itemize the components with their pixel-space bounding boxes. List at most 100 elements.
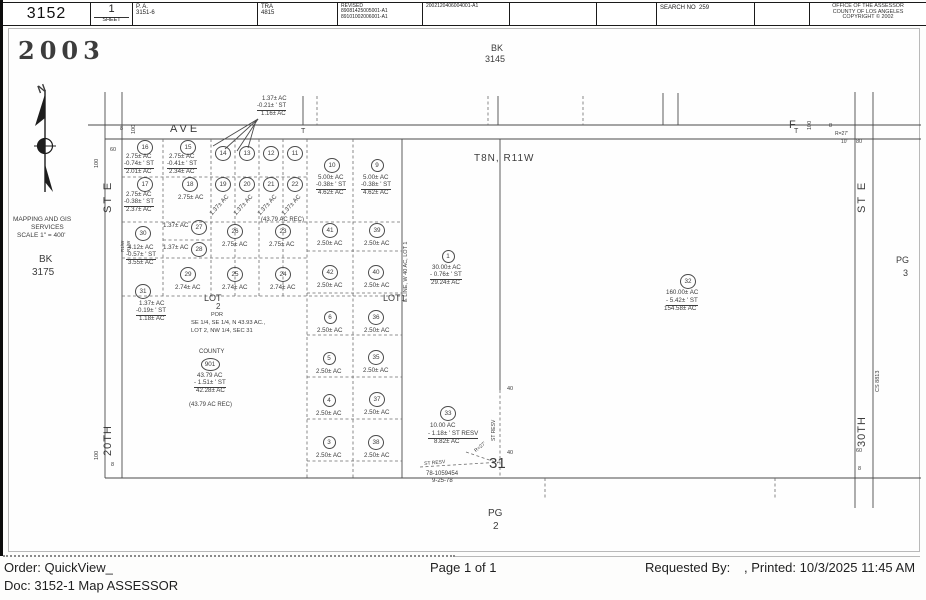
sheet-cell: 1 SHEET: [91, 3, 133, 25]
parcel-31-circle: 31: [135, 283, 151, 299]
pg-right-1: PG: [896, 255, 910, 265]
revised-cell: REVISED 89081425005001-A1 89101002006001…: [338, 3, 423, 25]
parcel-32-net: 154.58± AC: [664, 305, 697, 312]
parcel-20-circle: 20: [239, 176, 255, 192]
parcel-901-gross: 43.79 AC: [197, 372, 223, 379]
tick-80-r: 80: [856, 139, 863, 145]
tick-8-lt: 8: [120, 126, 124, 132]
doc-label: Doc: 3152-1 Map ASSESSOR: [4, 578, 179, 593]
parcel-26-area: 2.75± AC: [222, 241, 248, 248]
parcel-17-st: -0.38± ' ST: [124, 198, 155, 208]
office-cell: OFFICE OF THE ASSESSOR COUNTY OF LOS ANG…: [810, 3, 926, 25]
parcel-27-circle: 27: [191, 219, 207, 235]
t-mark-right: T: [794, 128, 799, 135]
cs-note: CS 8813: [875, 370, 881, 392]
lot1-label: LOT: [383, 293, 401, 303]
parcel-40-circle: 40: [368, 264, 384, 280]
parcel-30-net: 3.55± AC: [128, 259, 154, 266]
parcel-37-circle: 37: [369, 391, 385, 407]
parcel-22-circle: 22: [287, 176, 303, 192]
parcel-40-area: 2.50± AC: [364, 282, 390, 289]
street-20th-label: 20TH: [102, 425, 114, 456]
revised-value-1: 89081425005001-A1: [341, 8, 388, 15]
street-30th-label: 30TH: [856, 416, 868, 447]
tick-100-rt: 100: [807, 120, 813, 130]
tick-8-rt: 8: [829, 123, 833, 129]
rec-note-1: (43.79 AC REC): [261, 217, 305, 223]
parcel-30-circle: 30: [135, 225, 151, 241]
parcel-38-circle: 38: [368, 434, 384, 450]
parcel-33-net: 8.82± AC: [434, 438, 460, 445]
lot2-number: 2: [216, 302, 221, 311]
parcel-9-st: -0.38± ' ST: [361, 181, 392, 191]
parcel-31-gross: 1.37± AC: [139, 300, 165, 307]
parcel-32-gross: 160.00± AC: [666, 289, 699, 296]
revision-extra-value: 2002120406004001-A1: [426, 3, 479, 9]
parcel-9-circle: 9: [370, 158, 384, 172]
page-indicator: Page 1 of 1: [430, 560, 497, 575]
parcel-39-area: 2.50± AC: [364, 240, 390, 247]
parcel-11-circle: 11: [287, 145, 303, 161]
parcel-33-circle: 33: [440, 405, 456, 421]
parcel-29-circle: 29: [180, 266, 196, 282]
rec-note-2: (43.79 AC REC): [189, 402, 233, 408]
parcel-901-st: - 1.51± ' ST: [194, 379, 226, 389]
parcel-4-circle: 4: [322, 393, 336, 407]
ave-label: AVE: [170, 123, 201, 135]
tick-40-upper: 40: [507, 386, 514, 392]
parcel-901-circle: 901: [200, 357, 220, 371]
parcel-5-circle: 5: [322, 351, 336, 365]
bk-left-1: BK: [39, 254, 53, 265]
tick-8-rb: 8: [858, 466, 862, 472]
order-label: Order: QuickView_: [4, 560, 113, 575]
rw-note-1: R1/W: [120, 240, 125, 252]
office-line-3: COPYRIGHT © 2002: [842, 14, 894, 21]
recorder-date: 9-25-78: [432, 478, 453, 484]
parcel-10-net: 4.62± AC: [318, 189, 344, 196]
parcel-33-gross: 10.00 AC: [430, 422, 456, 429]
title-block: 3152 1 SHEET P. A. 3151-6 TRA 4815 REVIS…: [2, 2, 926, 26]
parcel-37-area: 2.50± AC: [364, 409, 390, 416]
tick-40-lower: 40: [507, 450, 514, 456]
revision-extra-cell: 2002120406004001-A1: [423, 3, 510, 25]
parcel-6-circle: 6: [323, 310, 337, 324]
township-range: T8N, R11W: [474, 153, 535, 164]
parcel-13-circle: 13: [239, 145, 255, 161]
parcel-42-circle: 42: [322, 264, 338, 280]
parcel-19-circle: 19: [215, 176, 231, 192]
parcel-38-area: 2.50± AC: [364, 452, 390, 459]
map-line-art: [88, 92, 921, 508]
parcel-28-circle: 28: [191, 241, 207, 257]
lot2-label: LOT: [204, 293, 222, 303]
bk-top-1: BK: [491, 43, 504, 53]
gis-note-1: MAPPING AND GIS: [13, 216, 72, 223]
parcel-18-area: 2.75± AC: [178, 194, 204, 201]
parcel-18-circle: 18: [182, 176, 198, 192]
radius-note: R=27': [835, 131, 849, 137]
tick-60-rb: 60: [856, 448, 863, 454]
parcel-10-circle: 10: [324, 157, 340, 173]
recorder-doc: 78-1059454: [426, 471, 459, 477]
office-line-1: OFFICE OF THE ASSESSOR: [832, 3, 904, 9]
parcel-41-area: 2.50± AC: [317, 240, 343, 247]
parcel-17-circle: 17: [137, 176, 153, 192]
parcel-16-gross: 2.75± AC: [126, 153, 152, 160]
parcel-1-circle: 1: [441, 249, 455, 263]
parcel-36-circle: 36: [368, 309, 384, 325]
year-stamp: 2003: [18, 36, 105, 65]
section-number: 31: [489, 455, 506, 472]
parcel-32-circle: 32: [680, 273, 696, 289]
parcel-1-st: - 0.76± ' ST: [430, 271, 462, 281]
parcel-35-circle: 35: [368, 349, 384, 365]
parcel-14-circle: 14: [215, 145, 231, 161]
parcel-15-st: -0.41± ' ST: [167, 160, 198, 170]
parcel-25-circle: 25: [227, 266, 243, 282]
parcel-30-gross: 4.12± AC: [128, 244, 154, 251]
parcel-3-area: 2.50± AC: [316, 452, 342, 459]
search-value: 259: [699, 5, 710, 11]
pg-bottom-1: PG: [488, 508, 503, 519]
parcel-39-circle: 39: [369, 222, 385, 238]
sheet-label: SHEET: [94, 16, 129, 24]
pa-value: 3151-6: [136, 10, 155, 17]
